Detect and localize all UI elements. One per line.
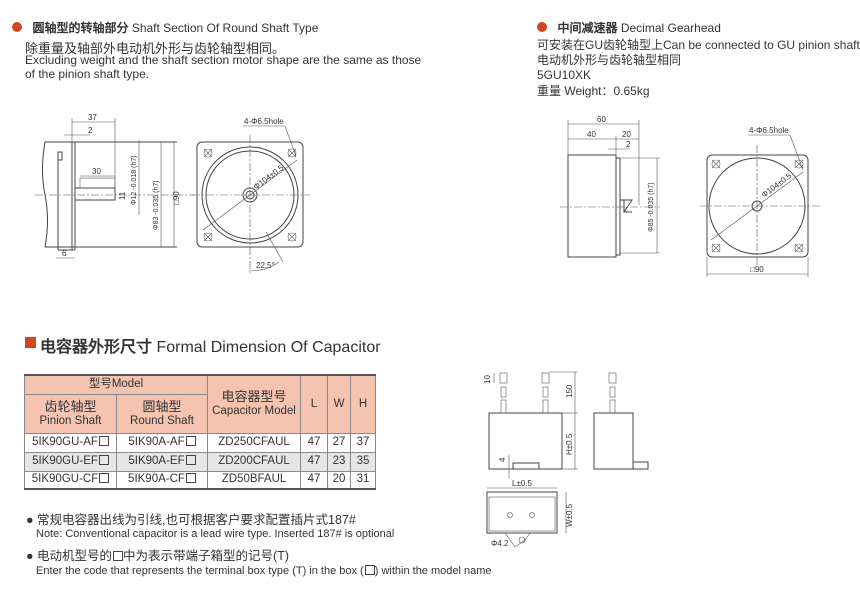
note-2-en: Enter the code that represents the termi… [36,565,492,577]
round-shaft-section-header: 圆轴型的转轴部分 Shaft Section Of Round Shaft Ty… [12,19,318,37]
dim-h11: 11 [118,191,127,200]
box-icon [113,551,124,561]
box-icon [185,473,196,484]
round-shaft-desc-en-1: Excluding weight and the shaft section m… [25,53,422,67]
gearhead-front-view: 4-Φ6.5hole Φ104±0.5 □90 [700,126,822,277]
round-shaft-desc-en-2: of the pinion shaft type. [25,67,150,81]
dim-20: 20 [622,130,631,139]
round-shaft-title-en: Shaft Section Of Round Shaft Type [131,21,319,35]
w-header: W [327,374,351,434]
gearhead-model: 5GU10XK [537,68,592,82]
dim-2: 2 [626,140,631,149]
note-1-cn: ● 常规电容器出线为引线,也可根据客户要求配置插片式187# [26,513,356,527]
capacitor-title-en: Formal Dimension Of Capacitor [156,339,381,356]
dim-37: 37 [88,113,97,122]
capacitor-title-cn: 电容器外形尺寸 [40,339,153,356]
round-shaft-front-view: 4-Φ6.5hole Φ104±0.5 22.5° [192,117,310,275]
h-header: H [350,374,376,434]
box-icon [185,436,196,446]
gearhead-side-view: 60 40 20 2 Φ85 -0.035 (h7) [560,115,660,258]
model-header: 型号Model [24,374,208,395]
dim-4: 4 [498,457,507,462]
gearhead-section-header: 中间减速器 Decimal Gearhead [537,19,721,37]
gearhead-line2: 电动机外形与齿轮轴型相同 [537,53,682,67]
dim-angle: 22.5° [256,261,275,270]
box-icon [98,455,109,465]
dim-6: 6 [62,249,67,258]
dim-phi83: Φ83 -0.035 (h7) [153,180,160,230]
bullet-icon [537,22,547,32]
box-icon [364,565,375,575]
note-2-cn: ● 电动机型号的中为表示带端子箱型的记号(T) [26,549,290,563]
dim-phi12: Φ12 -0.018 (h7) [131,155,138,205]
dim-150: 150 [565,384,574,398]
dim-w: W±0.5 [565,503,574,527]
round-shaft-title-cn: 圆轴型的转轴部分 [32,21,129,35]
dim-h: H±0.5 [565,433,574,455]
dim-2: 2 [88,126,93,135]
box-icon [185,455,196,465]
section-marker-icon [25,337,36,348]
dim-40: 40 [587,130,596,139]
capacitor-drawing: 150 H±0.5 10 4 L±0.5 W±0.5 Φ4.2 [483,371,649,548]
round-shaft-desc-cn: 除重量及轴部外电动机外形与齿轮轴型相同。 [25,41,286,56]
dim-phi42: Φ4.2 [491,539,509,548]
gearhead-line1: 可安装在GU齿轮轴型上Can be connected to GU pinion… [537,38,860,52]
note-1-en: Note: Conventional capacitor is a lead w… [36,528,395,540]
dim-30: 30 [92,167,101,176]
l-header: L [300,374,328,434]
capacitor-section-title: 电容器外形尺寸 Formal Dimension Of Capacitor [40,333,381,357]
gearhead-weight: 重量 Weight：0.65kg [537,84,650,98]
dim-l: L±0.5 [512,479,533,488]
dim-60: 60 [597,115,606,124]
dim-hole: 4-Φ6.5hole [244,117,284,126]
dim-phi104: Φ104±0.5 [252,163,286,192]
dim-hole: 4-Φ6.5hole [749,126,789,135]
dim-10: 10 [483,375,492,384]
gearhead-title-en: Decimal Gearhead [620,21,721,35]
box-icon [99,473,110,484]
gearhead-title-cn: 中间减速器 [557,21,618,35]
dim-phi85: Φ85 -0.035 (h7) [648,182,655,232]
dim-phi104: Φ104±0.5 [760,171,794,200]
bullet-icon [12,22,22,32]
round-shaft-side-view: 37 2 30 6 11 Φ12 -0.018 (h7) Φ83 -0.035 … [35,113,195,259]
box-icon [98,436,109,446]
dim-sq90: □90 [172,191,181,205]
dim-sq90: □90 [750,265,764,274]
